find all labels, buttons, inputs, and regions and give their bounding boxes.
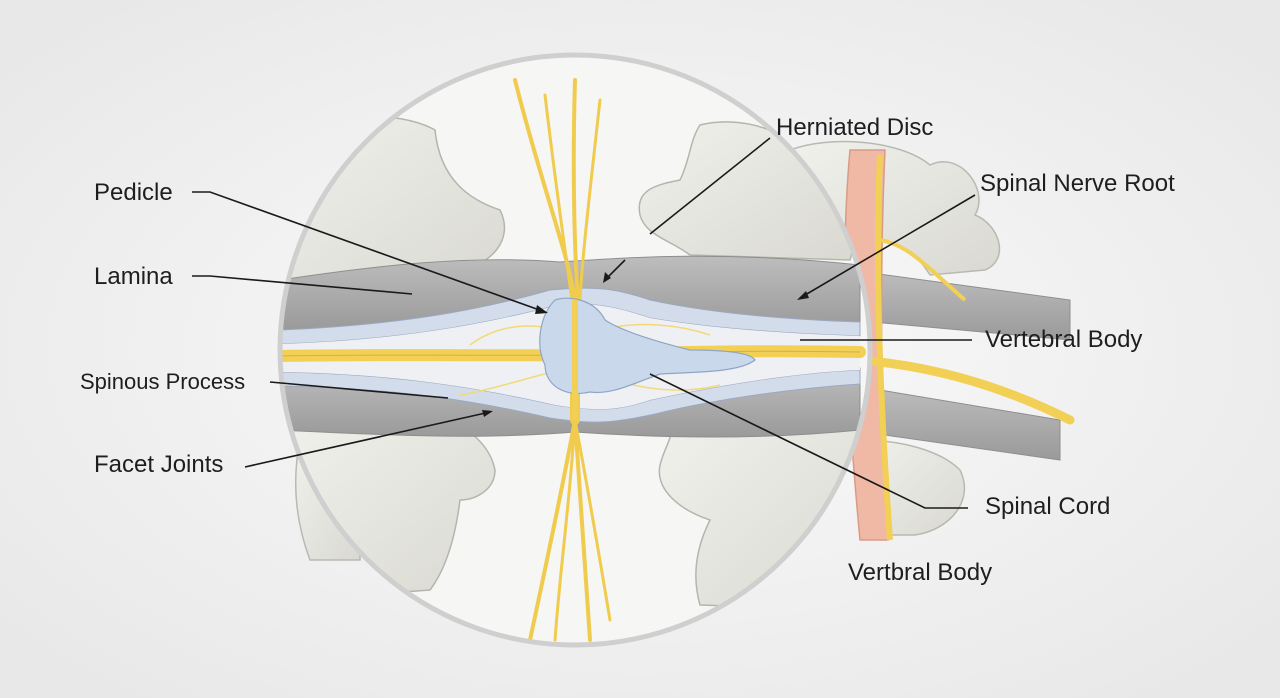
leader-spinal-cord	[649, 373, 968, 509]
label-vertbral-body: Vertbral Body	[848, 559, 993, 586]
nerve-root-right	[879, 238, 967, 302]
label-herniated-disc: Herniated Disc	[776, 114, 934, 141]
lower-membrane	[280, 369, 861, 423]
arrowhead-facet-joints	[482, 410, 493, 417]
leader-arrowheads	[482, 272, 809, 417]
arrowhead-pedicle	[535, 305, 548, 314]
leader-lines	[192, 137, 976, 509]
leader-pedicle	[192, 191, 546, 313]
label-facet-joints: Facet Joints	[94, 451, 224, 478]
leader-lamina	[192, 275, 413, 295]
arrowhead-spinal-nerve-root	[797, 291, 809, 300]
leader-herniated-disc	[649, 137, 771, 235]
magnifier-ring	[277, 52, 873, 648]
label-lamina: Lamina	[94, 263, 173, 290]
cord-nerve-strand	[875, 154, 893, 541]
label-spinal-nerve-root: Spinal Nerve Root	[980, 170, 1175, 197]
label-spinal-cord: Spinal Cord	[985, 493, 1111, 520]
herniation	[539, 297, 756, 394]
label-vertebral-body: Vertebral Body	[985, 326, 1143, 353]
label-pedicle: Pedicle	[94, 179, 173, 206]
leader-spinous-process	[269, 381, 449, 399]
leader-spinal-nerve-root	[799, 194, 976, 299]
upper-membrane	[280, 287, 861, 345]
leader-facet-joints	[244, 411, 491, 468]
arrowhead-herniated-disc	[603, 272, 611, 283]
nerve-exit-right	[855, 355, 1075, 425]
label-spinous-process: Spinous Process	[80, 369, 246, 394]
